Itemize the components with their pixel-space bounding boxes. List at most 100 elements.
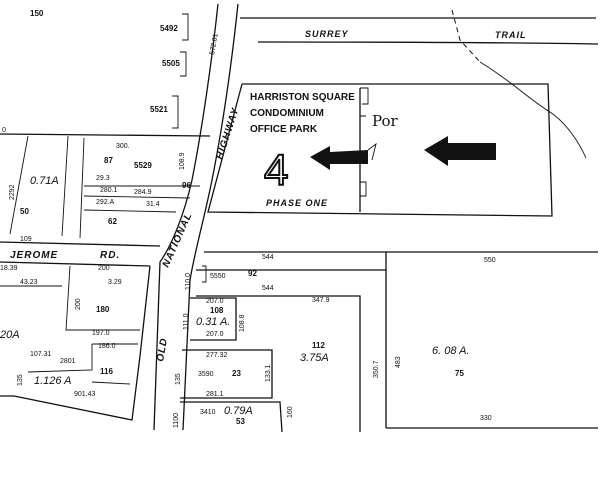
road-label-old: OLD	[155, 337, 170, 363]
num-1100: 110.0	[185, 273, 192, 290]
num-2070a: 207.0	[206, 298, 224, 305]
parcel-area-079: 0.79A	[224, 405, 253, 417]
num-5529: 5529	[134, 161, 152, 170]
dashed-boundary	[451, 9, 481, 63]
parcel-079-boundary	[180, 401, 283, 433]
num-5505: 5505	[162, 59, 180, 68]
num-0: 0	[2, 127, 6, 134]
num-3590: 3590	[198, 371, 214, 378]
num-3507: 350.7	[373, 360, 380, 378]
num-108: 108	[210, 306, 224, 315]
num-2801: 280.1	[100, 187, 118, 194]
site-bracket-mid	[360, 115, 367, 197]
num-75: 75	[455, 369, 464, 378]
highway-west-edge	[153, 3, 219, 431]
num-50: 50	[20, 207, 29, 216]
num-1100b: 1100	[173, 413, 180, 428]
num-483: 483	[395, 356, 402, 368]
num-4933: 43.23	[20, 279, 38, 286]
num-2801b: 2801	[60, 358, 76, 365]
parcel-031-boundary	[190, 297, 237, 341]
bracket-5505	[180, 51, 187, 77]
parcel-area-071: 0.71A	[30, 175, 59, 187]
num-544b: 544	[262, 285, 274, 292]
num-96: 96	[182, 181, 191, 190]
num-544a: 544	[262, 254, 274, 261]
num-1089: 108.9	[179, 152, 186, 170]
parcel-area-375: 3.75A	[300, 352, 329, 364]
road-label-rd: RD.	[100, 250, 120, 261]
num-2811: 281.1	[206, 391, 224, 398]
parcel-area-608: 6. 08 A.	[432, 345, 470, 357]
jerome-rd-north-edge	[0, 241, 161, 247]
num-92: 92	[248, 269, 257, 278]
num-1970: 197.0	[92, 330, 110, 337]
num-5492: 5492	[160, 24, 178, 33]
jerome-rd-south-edge	[0, 261, 151, 267]
num-1860: 186.0	[98, 343, 116, 350]
site-parcel-boundary	[207, 83, 553, 217]
num-300: 300.	[116, 143, 130, 150]
num-10731: 107.31	[30, 351, 52, 358]
road-label-jerome: JEROME	[10, 250, 58, 261]
parcel-150: 150	[30, 9, 44, 18]
site-phase: PHASE ONE	[266, 198, 328, 208]
num-112: 112	[312, 341, 325, 350]
num-2070b: 207.0	[206, 331, 224, 338]
num-5550: 5550	[210, 273, 226, 280]
num-23: 23	[232, 369, 241, 378]
num-5521: 5521	[150, 105, 168, 114]
num-2292: 2292	[9, 184, 16, 200]
curved-boundary	[479, 61, 587, 159]
parcel-upper-west-bottom	[83, 185, 200, 213]
num-329: 3.29	[108, 279, 122, 286]
parcel-area-126: 1.126 A	[34, 375, 72, 387]
num-27732: 277.32	[206, 352, 228, 359]
highway-east-edge	[182, 3, 239, 431]
num-53: 53	[236, 417, 245, 426]
road-label-national: NATIONAL	[161, 211, 195, 269]
parcel-608-boundary	[385, 252, 598, 429]
num-200b: 200	[75, 298, 82, 310]
parcel-upper-west-boundary	[0, 133, 211, 137]
num-1088: 108.8	[239, 314, 246, 332]
num-1331: 133.1	[265, 364, 272, 382]
parcel-upper-west-divider	[9, 135, 85, 239]
bracket-5492	[182, 13, 189, 41]
road-label-surrey: SURREY	[305, 29, 349, 39]
num-180: 180	[96, 305, 110, 314]
site-por-label: Por	[372, 112, 399, 130]
num-87: 87	[104, 156, 113, 165]
num-572: 572.01	[209, 33, 220, 55]
num-550: 550	[484, 257, 496, 264]
parcel-area-031: 0.31 A.	[196, 316, 230, 328]
bracket-5550	[202, 265, 207, 283]
num-3479: 347.9	[312, 297, 330, 304]
site-name-line1: HARRISTON SQUARE	[250, 92, 355, 103]
num-3410: 3410	[200, 409, 216, 416]
num-160: 160	[287, 406, 294, 418]
num-1110: 111.0	[183, 313, 190, 330]
arrow-left-icon	[310, 146, 368, 170]
num-2849: 284.9	[134, 189, 152, 196]
num-116: 116	[100, 367, 113, 376]
site-bracket-top	[360, 87, 369, 105]
num-1839: 18.39	[0, 265, 18, 272]
num-109: 109	[20, 236, 32, 243]
bracket-5521	[172, 95, 179, 129]
surrey-trail-lower-edge	[257, 41, 599, 45]
num-200a: 200	[98, 265, 110, 272]
arrow-left-tail	[367, 142, 377, 161]
site-name-line3: OFFICE PARK	[250, 124, 318, 135]
site-name-line2: CONDOMINIUM	[250, 108, 324, 119]
parcel-27732-boundary	[180, 349, 273, 399]
road-label-highway: HIGHWAY	[214, 106, 241, 161]
num-90143: 901.43	[74, 391, 96, 398]
num-62: 62	[108, 217, 117, 226]
parcel-375-boundary	[196, 295, 361, 432]
road-label-trail: TRAIL	[495, 30, 527, 40]
num-135b: 135	[17, 374, 24, 386]
arrow-right-icon	[424, 136, 496, 166]
